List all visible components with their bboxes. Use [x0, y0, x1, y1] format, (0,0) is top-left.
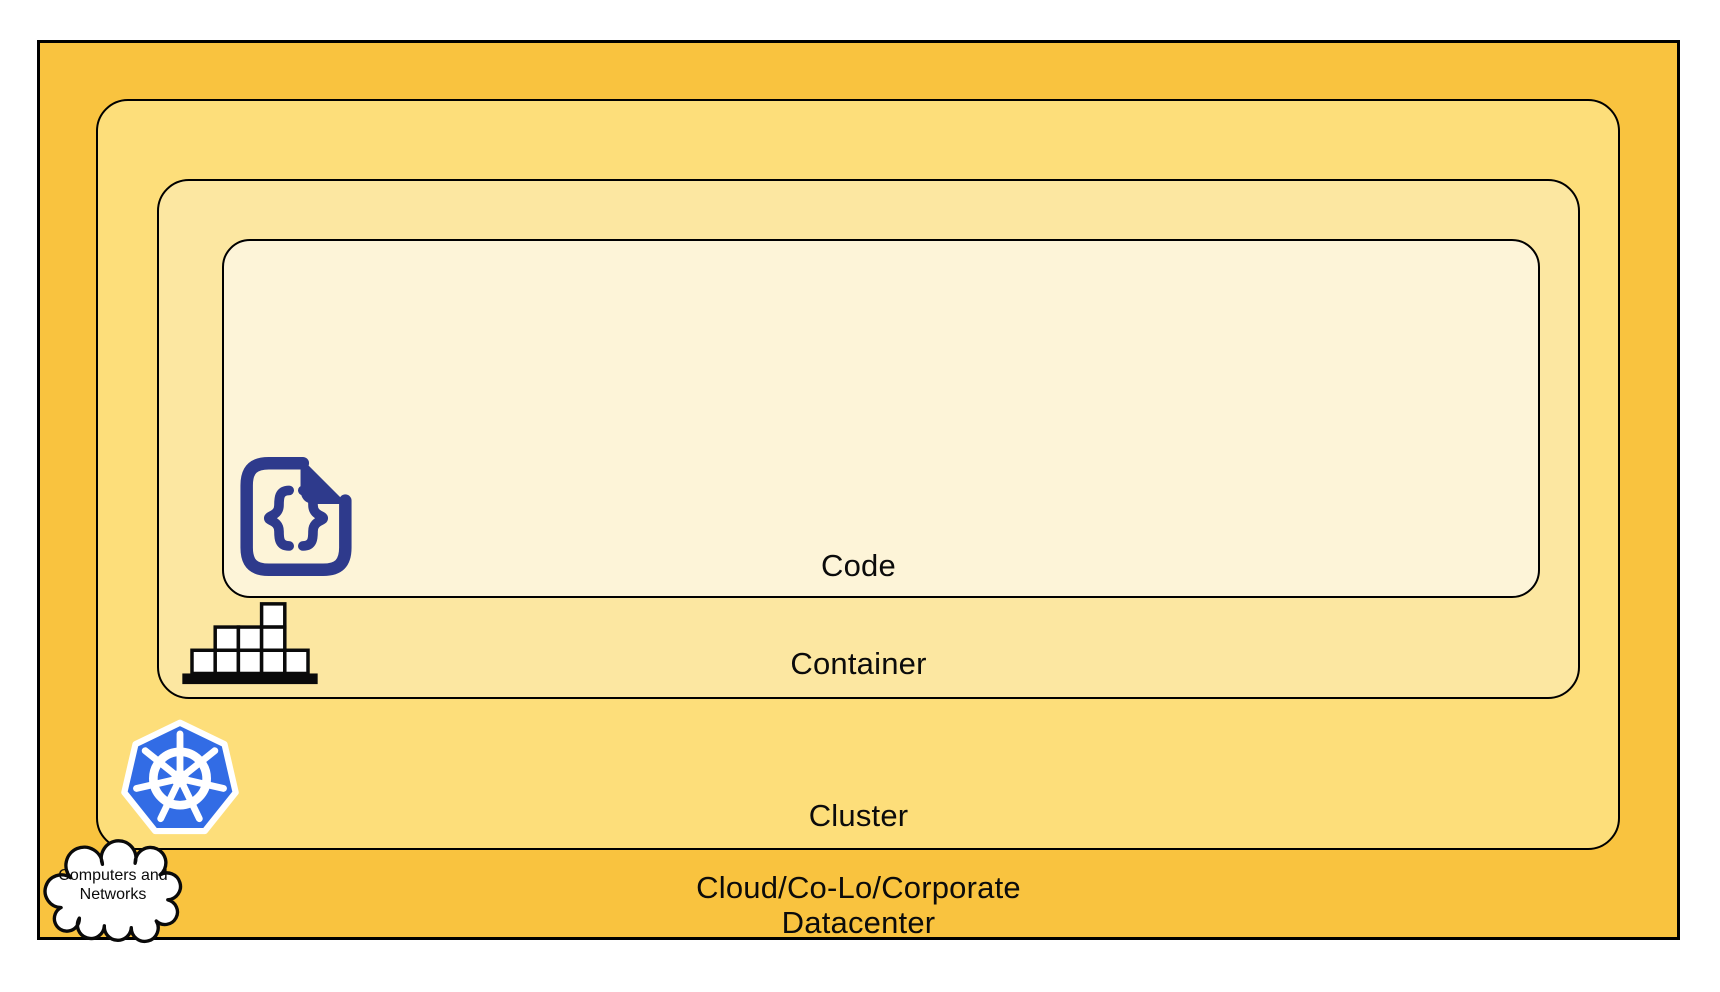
cloud-bubble-line1: Computers and [58, 867, 168, 884]
cloud-bubble-line2: Networks [79, 886, 147, 903]
container-label: Container [790, 646, 927, 681]
datacenter-label-line2: Datacenter [781, 905, 936, 940]
cloud-icon [43, 839, 183, 944]
code-file-icon [237, 453, 355, 580]
kubernetes-icon [118, 712, 242, 845]
cloud-bubble-text: Computers and Networks [38, 866, 188, 904]
container-blocks-icon [181, 600, 319, 687]
datacenter-label: Cloud/Co-Lo/Corporate Datacenter [37, 870, 1680, 940]
cloud-bubble: Computers and Networks [38, 839, 188, 946]
cluster-label: Cluster [808, 798, 909, 833]
code-layer [222, 239, 1540, 598]
code-label: Code [821, 548, 896, 583]
datacenter-label-line1: Cloud/Co-Lo/Corporate [696, 870, 1021, 905]
